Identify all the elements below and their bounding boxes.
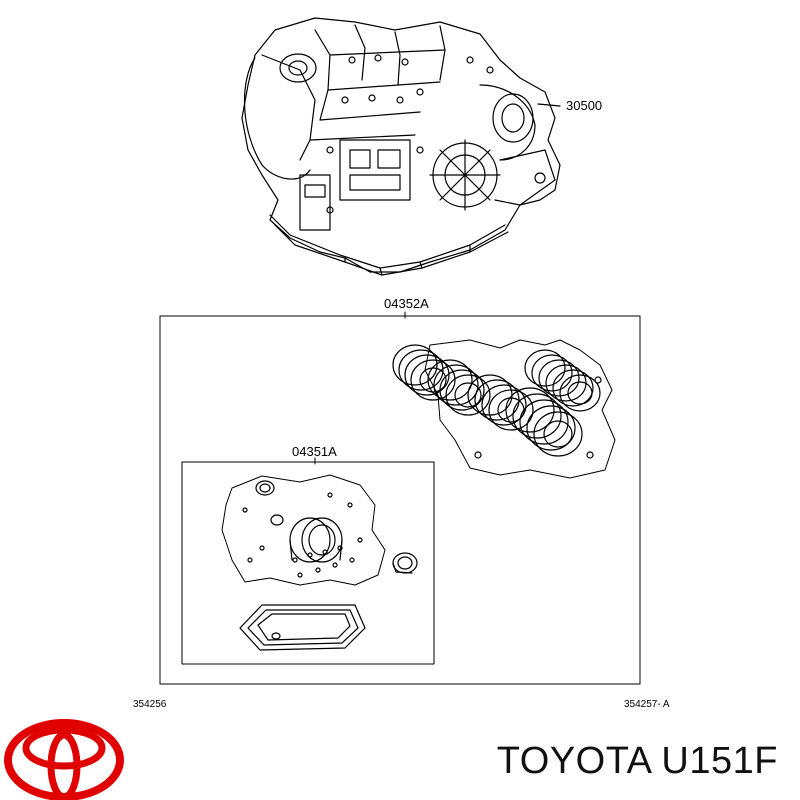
part-label-04351a: 04351A xyxy=(292,444,337,459)
transmission-assembly-drawing xyxy=(241,17,561,276)
model-name-text: TOYOTA U151F xyxy=(496,740,778,782)
diagram-code-left: 354256 xyxy=(133,699,167,710)
part-label-30500: 30500 xyxy=(566,98,603,113)
part-label-04352a: 04352A xyxy=(384,296,429,311)
diagram-code-right: 354257- A xyxy=(624,699,670,710)
toyota-logo-icon xyxy=(4,719,124,800)
gasket-seal-kit-drawing xyxy=(221,474,418,651)
clutch-disc-stack-drawing xyxy=(392,339,616,479)
